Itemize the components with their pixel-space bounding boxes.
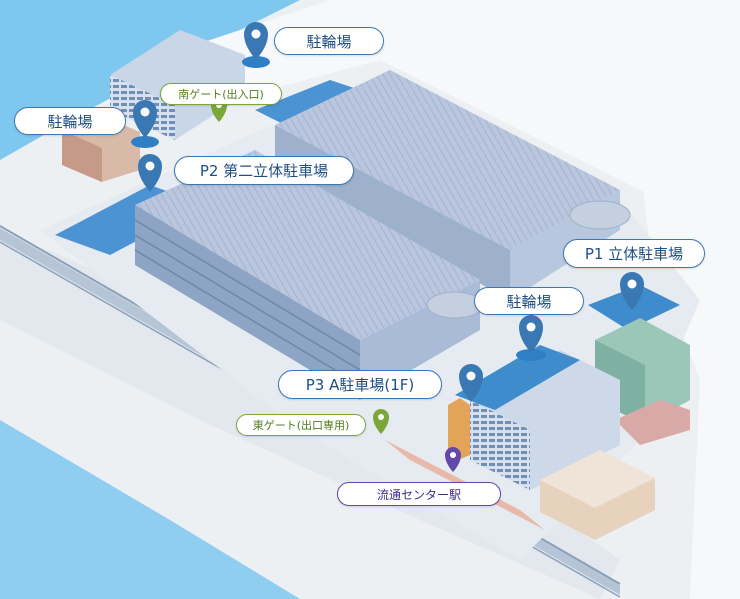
map-pin-icon bbox=[620, 272, 644, 310]
pin-dot bbox=[526, 322, 536, 332]
ramp-north bbox=[569, 200, 631, 230]
garage-p2-floors bbox=[134, 219, 361, 386]
pin-dot bbox=[140, 107, 150, 117]
east-gate-pin[interactable] bbox=[373, 409, 389, 434]
east-gate-label[interactable]: 東ゲート(出口専用) bbox=[236, 414, 366, 436]
p3-label[interactable]: P3 A駐車場(1F) bbox=[278, 370, 442, 399]
map-pin-icon bbox=[373, 409, 389, 434]
water-top-left bbox=[0, 0, 300, 160]
pin-dot bbox=[466, 371, 476, 381]
p1-label[interactable]: P1 立体駐車場 bbox=[563, 239, 705, 268]
pin-dot bbox=[251, 29, 261, 39]
garage-p2-roof bbox=[135, 150, 480, 340]
road-north bbox=[150, 0, 740, 240]
pin-shadow bbox=[516, 349, 546, 361]
building-small-left-face bbox=[62, 130, 102, 182]
parking-strip-top bbox=[255, 80, 360, 125]
station-pin[interactable] bbox=[445, 447, 461, 472]
parking-pin-p2[interactable] bbox=[138, 154, 162, 192]
water-bottom-left bbox=[0, 420, 300, 599]
parking-label-left[interactable]: 駐輪場 bbox=[14, 107, 126, 135]
tower-east-base bbox=[615, 400, 690, 445]
map-pin-icon bbox=[519, 315, 543, 353]
pin-dot bbox=[145, 161, 155, 171]
warehouse-se-roof bbox=[540, 450, 655, 508]
parking-pin-p1[interactable] bbox=[620, 272, 644, 310]
pin-dot bbox=[450, 452, 456, 458]
map-pin-icon bbox=[138, 154, 162, 192]
office-p3-blue bbox=[455, 345, 580, 410]
parking-pin-p3[interactable] bbox=[459, 364, 483, 402]
station-label[interactable]: 流通センター駅 bbox=[337, 482, 501, 506]
parking-label-mid[interactable]: 駐輪場 bbox=[474, 287, 584, 315]
map-pin-icon bbox=[445, 447, 461, 472]
parking-label-top[interactable]: 駐輪場 bbox=[274, 27, 384, 55]
parking-pin-left[interactable] bbox=[131, 100, 159, 148]
office-p3-face bbox=[470, 400, 530, 490]
orange-tower bbox=[448, 398, 470, 460]
map-pin-icon bbox=[133, 100, 157, 138]
south-gate-label[interactable]: 南ゲート(出入口) bbox=[160, 83, 282, 105]
parking-pin-top[interactable] bbox=[242, 22, 270, 68]
pin-shadow bbox=[131, 136, 159, 148]
parking-pin-mid[interactable] bbox=[516, 315, 546, 361]
pin-dot bbox=[378, 414, 384, 420]
pin-shadow bbox=[242, 56, 270, 68]
pin-dot bbox=[627, 279, 637, 289]
garage-north-roof bbox=[275, 70, 620, 250]
map-pin-icon bbox=[459, 364, 483, 402]
p2-label[interactable]: P2 第二立体駐車場 bbox=[174, 156, 354, 185]
map-pin-icon bbox=[244, 22, 268, 60]
